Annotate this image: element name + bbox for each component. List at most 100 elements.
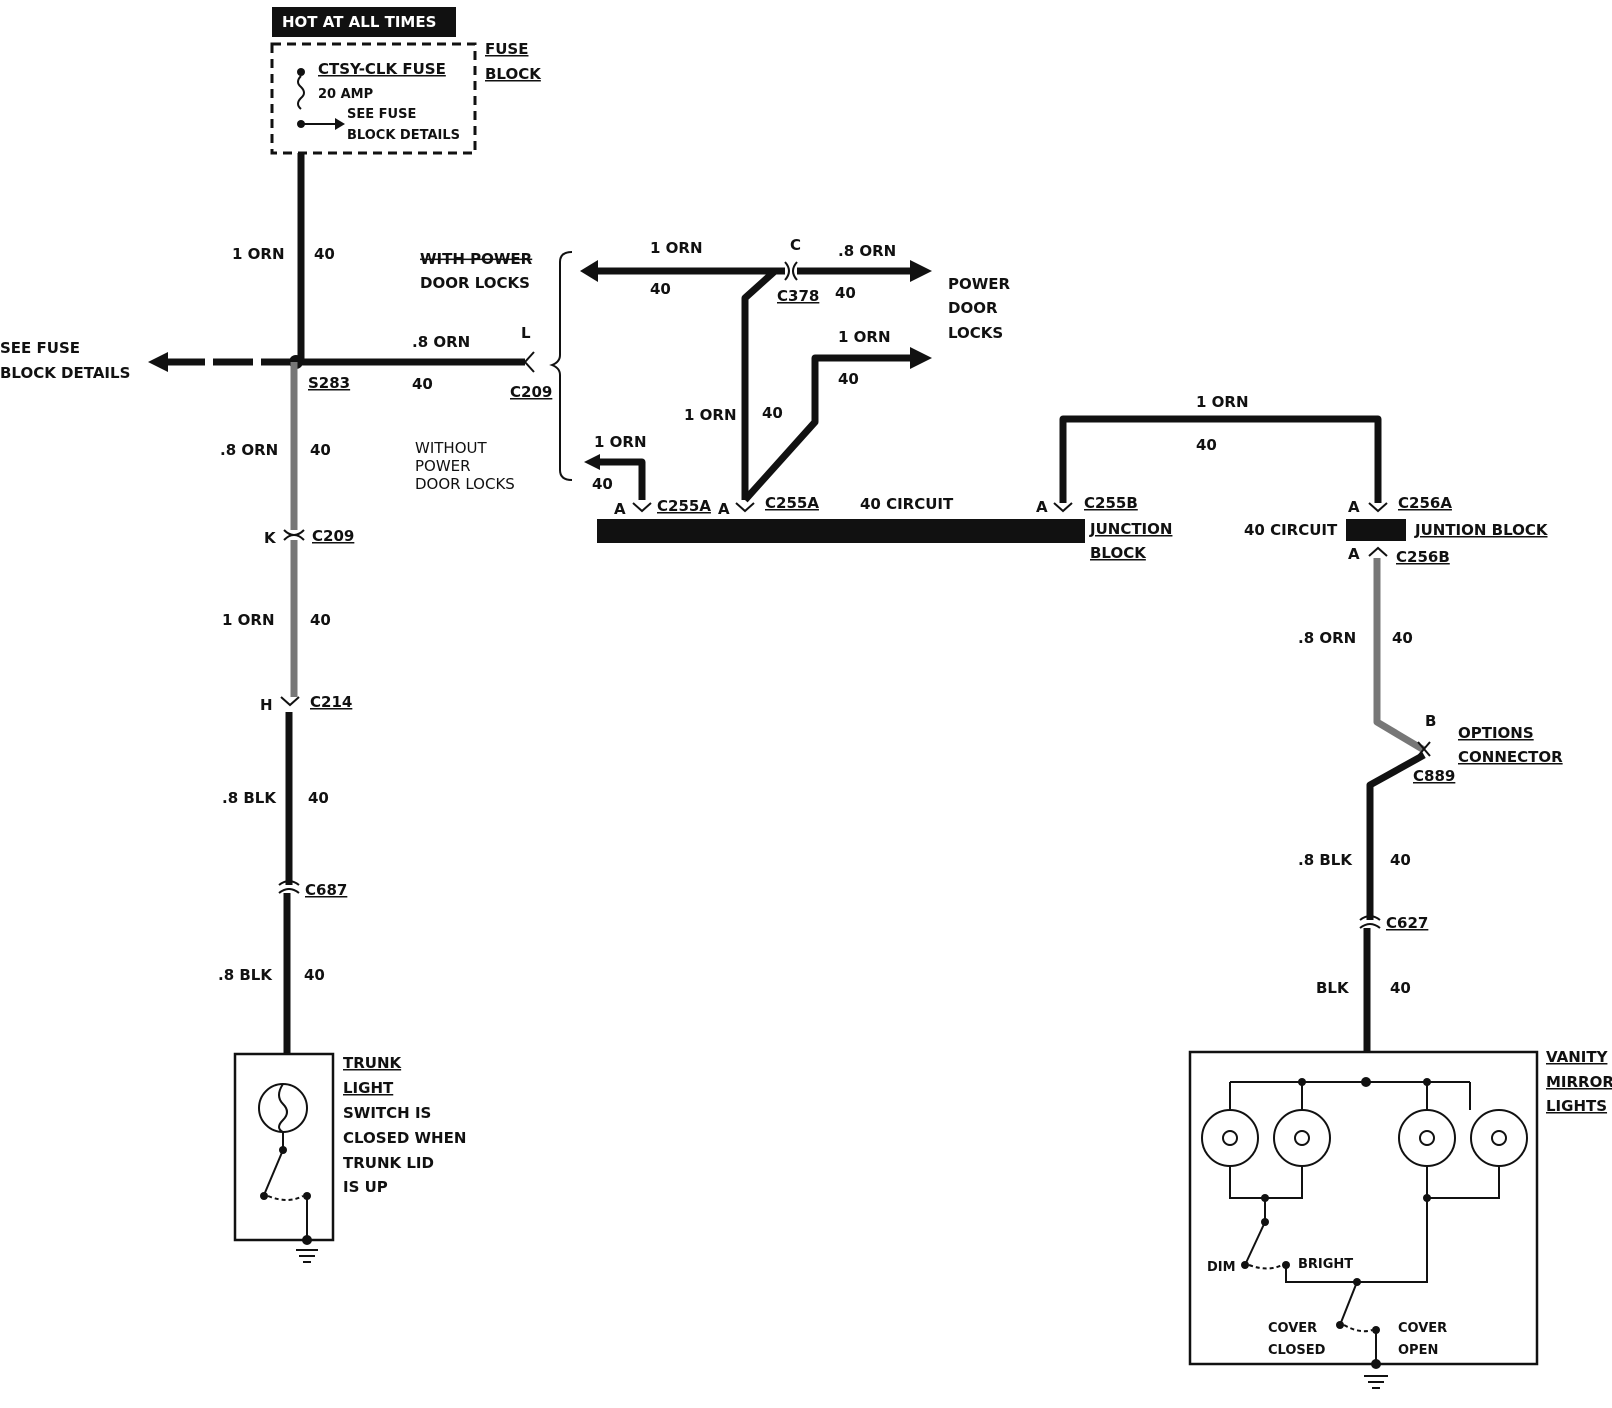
hot-at-all-times-banner bbox=[272, 7, 456, 37]
circuit-label-l: 40 bbox=[1196, 436, 1217, 454]
circuit-label-g: 40 bbox=[650, 280, 671, 298]
fuse-rating: 20 AMP bbox=[318, 87, 373, 102]
vanity-text-2: MIRROR bbox=[1546, 1073, 1612, 1091]
c209-l-terminal-icon bbox=[523, 351, 535, 373]
vanity-left-lamp-return bbox=[1229, 1166, 1303, 1199]
trunk-ground-node bbox=[302, 1235, 312, 1245]
junction-bar-left bbox=[597, 519, 1085, 543]
wire-label-1orn-a: 1 ORN bbox=[232, 245, 285, 263]
c687-label: C687 bbox=[305, 881, 347, 899]
with-power-locks-line-2: DOOR LOCKS bbox=[420, 274, 530, 292]
wire-c255a-to-power-locks bbox=[742, 354, 910, 503]
without-power-locks-line-1: WITHOUT bbox=[415, 439, 487, 457]
vanity-text-3: LIGHTS bbox=[1546, 1097, 1607, 1115]
c214-pin-h: H bbox=[260, 696, 273, 714]
c209-label-right: C209 bbox=[510, 383, 552, 401]
c209-connector-icon bbox=[283, 529, 305, 541]
fuse-details-line-2: BLOCK DETAILS bbox=[347, 128, 460, 143]
wire-label-1orn-d: 1 ORN bbox=[222, 611, 275, 629]
trunk-switch-left-node bbox=[260, 1192, 268, 1200]
circuit-label-o: 40 bbox=[1390, 979, 1411, 997]
c378-label: C378 bbox=[777, 287, 819, 305]
wire-label-08orn-b: .8 ORN bbox=[412, 333, 470, 351]
vanity-ground-icon bbox=[1364, 1375, 1388, 1389]
wire-c378-to-c255a bbox=[741, 268, 778, 500]
circuit-label-c: 40 bbox=[310, 441, 331, 459]
vanity-lamp-2-icon bbox=[1273, 1109, 1331, 1167]
c256a-connector-icon bbox=[1368, 502, 1388, 513]
wire-label-08blk-e: .8 BLK bbox=[222, 789, 277, 807]
trunk-text-2: LIGHT bbox=[343, 1079, 394, 1097]
vanity-text-1: VANITY bbox=[1546, 1048, 1609, 1066]
c255a-label-2: C255A bbox=[765, 494, 819, 512]
vanity-lamp-1 bbox=[1201, 1109, 1259, 1167]
vanity-right-lamp-return bbox=[1426, 1166, 1500, 1199]
dim-switch-blade bbox=[1244, 1221, 1266, 1266]
wire-label-08blk-f: .8 BLK bbox=[218, 966, 273, 984]
cover-closed-label-1: COVER bbox=[1268, 1321, 1317, 1336]
c214-connector-icon bbox=[280, 696, 300, 707]
c627-connector-icon bbox=[1359, 915, 1381, 929]
c255b-connector-icon bbox=[1053, 502, 1073, 513]
vanity-lamp-2-filament-icon bbox=[1294, 1130, 1310, 1146]
c256b-label: C256B bbox=[1396, 548, 1450, 566]
trunk-ground-icon bbox=[296, 1249, 318, 1263]
circuit-label-i: 40 bbox=[838, 370, 859, 388]
power-locks-dest-3: LOCKS bbox=[948, 324, 1003, 342]
fuse-top-node bbox=[297, 68, 305, 76]
junction-circuit-label-left: 40 CIRCUIT bbox=[860, 495, 954, 513]
trunk-text-6: IS UP bbox=[343, 1178, 388, 1196]
c209-pin-k: K bbox=[264, 529, 277, 547]
circuit-label-d: 40 bbox=[310, 611, 331, 629]
wire-without-locks bbox=[600, 458, 646, 500]
wire-label-1orn-g: 1 ORN bbox=[650, 239, 703, 257]
vanity-lamp-3 bbox=[1398, 1109, 1456, 1167]
vanity-lamp-4 bbox=[1470, 1109, 1528, 1167]
bright-label: BRIGHT bbox=[1298, 1257, 1353, 1272]
c256a-label: C256A bbox=[1398, 494, 1452, 512]
junction-circuit-label-right: 40 CIRCUIT bbox=[1244, 521, 1338, 539]
fuse-block-label-2: BLOCK bbox=[485, 65, 542, 83]
wire-label-08orn-h: .8 ORN bbox=[838, 242, 896, 260]
wire-top-left-arrow-icon bbox=[580, 260, 598, 282]
trunk-text-1: TRUNK bbox=[343, 1054, 403, 1072]
circuit-label-f: 40 bbox=[304, 966, 325, 984]
junction-bar-right bbox=[1346, 519, 1406, 541]
vanity-lamp-1-icon bbox=[1201, 1109, 1259, 1167]
wire-junction-link bbox=[1059, 415, 1382, 503]
wire-c256b-to-c889 bbox=[1373, 558, 1426, 754]
fuse-block-label-1: FUSE bbox=[485, 40, 528, 58]
cover-switch-path bbox=[1343, 1324, 1373, 1333]
cover-open-label-1: COVER bbox=[1398, 1321, 1447, 1336]
wire-label-1orn-k: 1 ORN bbox=[594, 433, 647, 451]
circuit-label-n: 40 bbox=[1390, 851, 1411, 869]
trunk-text-3: SWITCH IS bbox=[343, 1104, 431, 1122]
c889-label: C889 bbox=[1413, 767, 1455, 785]
c255b-label: C255B bbox=[1084, 494, 1138, 512]
c255b-pin-a: A bbox=[1036, 498, 1048, 516]
fuse-block-outline bbox=[270, 42, 477, 155]
circuit-label-e: 40 bbox=[308, 789, 329, 807]
cover-closed-label-2: CLOSED bbox=[1268, 1343, 1326, 1358]
dim-label: DIM bbox=[1207, 1260, 1236, 1275]
circuit-label-h: 40 bbox=[835, 284, 856, 302]
trunk-text-5: TRUNK LID bbox=[343, 1154, 434, 1172]
c255a-label-1: C255A bbox=[657, 497, 711, 515]
fuse-details-line-1: SEE FUSE bbox=[347, 107, 416, 122]
fuse-details-arrow-icon bbox=[335, 118, 345, 130]
options-connector-2: CONNECTOR bbox=[1458, 748, 1563, 766]
c627-label: C627 bbox=[1386, 914, 1428, 932]
wire-mid-right-arrow-icon bbox=[910, 347, 932, 369]
wire-label-1orn-j: 1 ORN bbox=[684, 406, 737, 424]
wire-label-1orn-l: 1 ORN bbox=[1196, 393, 1249, 411]
wire-label-08blk-n: .8 BLK bbox=[1298, 851, 1353, 869]
vanity-mirror-box bbox=[1188, 1050, 1539, 1366]
left-branch-line-1: SEE FUSE bbox=[0, 339, 80, 357]
trunk-text-4: CLOSED WHEN bbox=[343, 1129, 466, 1147]
c255a-pin-a-2: A bbox=[718, 500, 730, 518]
option-brace-icon bbox=[549, 251, 573, 481]
dim-switch-path bbox=[1248, 1264, 1283, 1270]
hot-at-all-times-label: HOT AT ALL TIMES bbox=[282, 13, 436, 31]
dim-switch-dim-node bbox=[1241, 1261, 1249, 1269]
